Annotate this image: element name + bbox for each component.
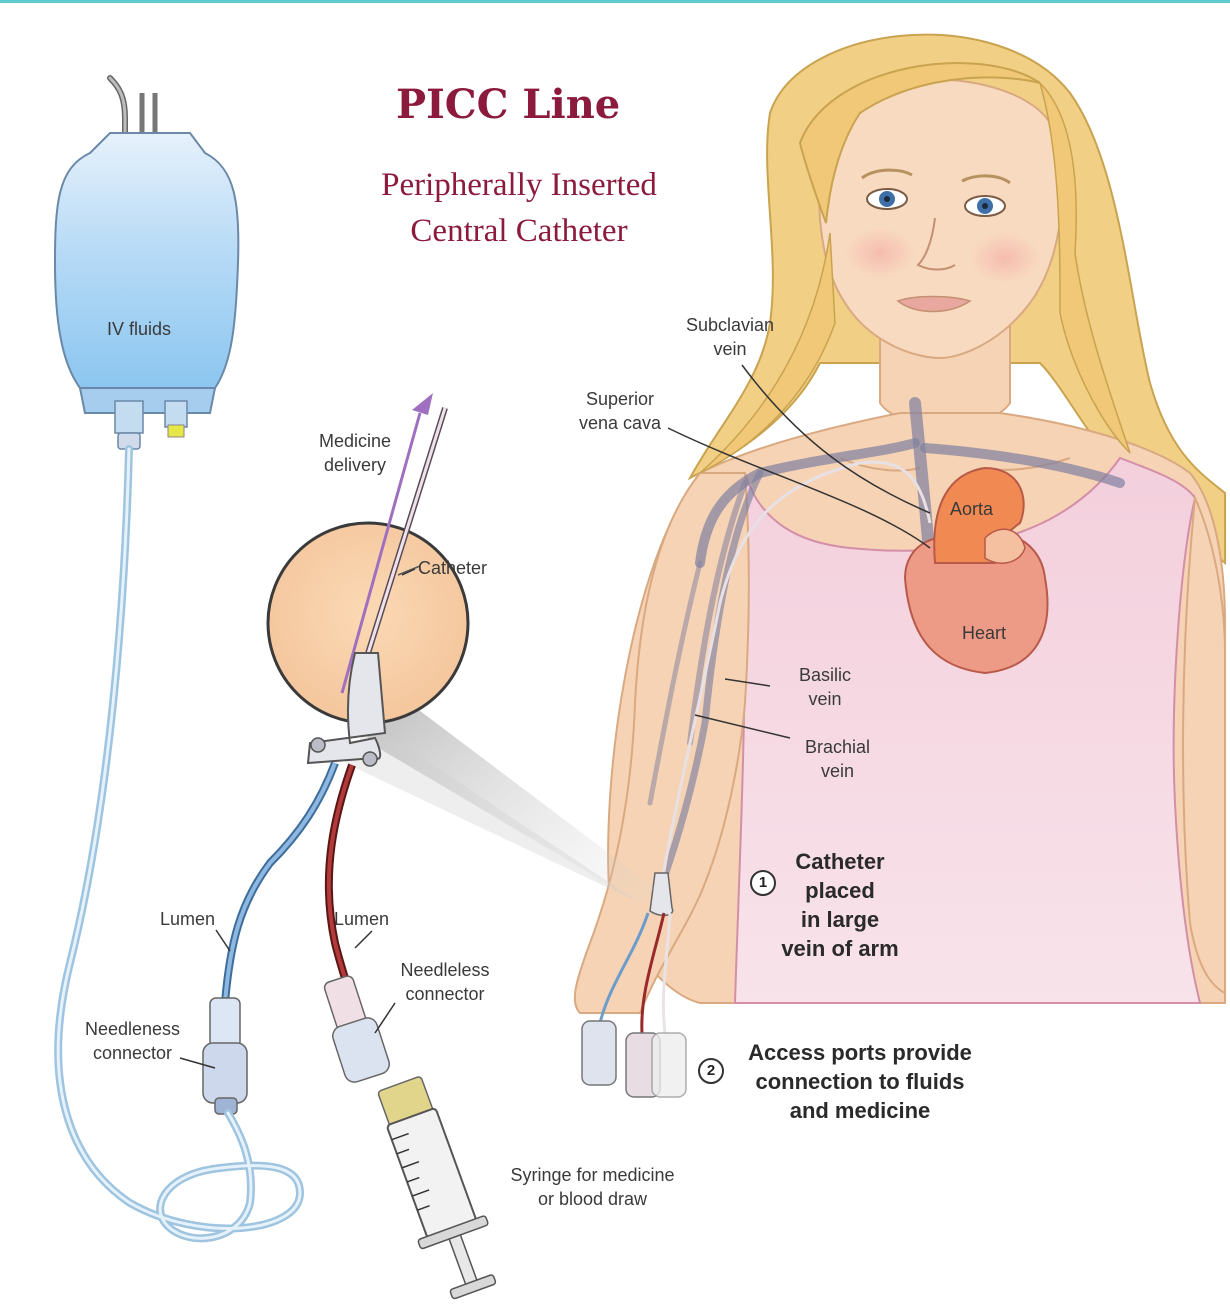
left-connector	[203, 998, 247, 1114]
label-syringe-line1: Syringe for medicine	[480, 1165, 705, 1186]
label-brachial-line2: vein	[785, 761, 890, 782]
label-svc-line1: Superior	[560, 389, 680, 410]
syringe	[323, 975, 508, 1304]
label-needleless-line1: Needleless	[380, 960, 510, 981]
label-medicine-delivery-line2: delivery	[300, 455, 410, 476]
label-subclavian-line1: Subclavian	[665, 315, 795, 336]
label-subclavian-line2: vein	[665, 339, 795, 360]
label-brachial-line1: Brachial	[785, 737, 890, 758]
label-medicine-delivery-line1: Medicine	[300, 431, 410, 452]
label-basilic-line1: Basilic	[775, 665, 875, 686]
label-needleless-line2: connector	[380, 984, 510, 1005]
step-1-line-3: in large	[760, 907, 920, 933]
page-title: PICC Line	[396, 81, 620, 128]
label-needleness-line2: connector	[65, 1043, 200, 1064]
step-1-line-1: Catheter	[760, 849, 920, 875]
label-lumen-right: Lumen	[334, 909, 389, 930]
label-basilic-line2: vein	[775, 689, 875, 710]
subtitle-line-2: Central Catheter	[334, 213, 704, 250]
step-1-line-2: placed	[760, 878, 920, 904]
label-catheter: Catheter	[418, 558, 487, 579]
subtitle-line-1: Peripherally Inserted	[334, 167, 704, 204]
label-needleness-line1: Needleness	[65, 1019, 200, 1040]
label-heart: Heart	[962, 623, 1006, 644]
step-2-line-3: and medicine	[725, 1098, 995, 1124]
label-iv-fluids: IV fluids	[107, 319, 171, 340]
step-1-line-4: vein of arm	[760, 936, 920, 962]
label-svc-line2: vena cava	[560, 413, 680, 434]
step-2-line-2: connection to fluids	[725, 1069, 995, 1095]
label-lumen-left: Lumen	[160, 909, 215, 930]
label-syringe-line2: or blood draw	[480, 1189, 705, 1210]
step-2-line-1: Access ports provide	[725, 1040, 995, 1066]
label-aorta: Aorta	[950, 499, 993, 520]
step-2-badge: 2	[698, 1058, 724, 1084]
iv-bag	[55, 78, 238, 449]
